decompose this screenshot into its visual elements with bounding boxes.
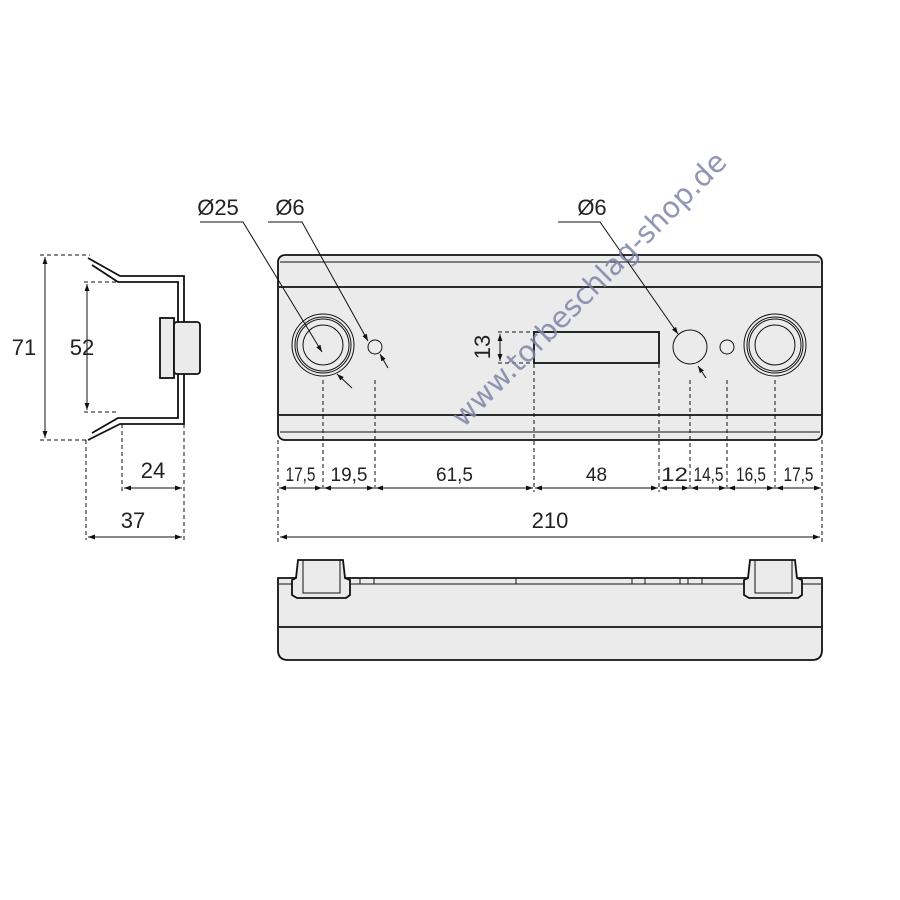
segment-dim-label: 14,5 (694, 465, 724, 486)
clip-right (743, 559, 803, 599)
slot (533, 331, 660, 364)
large-hole-left (291, 313, 355, 377)
small-hole-left (367, 339, 383, 355)
plate (277, 254, 823, 441)
bottom-view (277, 559, 823, 661)
knob-base (159, 317, 175, 379)
segment-dim-label: 48 (586, 465, 607, 486)
segment-dim-label: 17,5 (784, 465, 814, 486)
segment-dim-label: 17,5 (286, 465, 316, 486)
dim-24-label: 24 (141, 458, 165, 483)
small-hole-right (719, 339, 735, 355)
callout-o6-left: Ø6 (275, 195, 304, 220)
hole-6-right (672, 329, 708, 365)
segment-dimensions: 17,5 19,5 61,5 48 12 14,5 16,5 17,5 (279, 465, 821, 491)
segment-dim-label: 19,5 (331, 465, 368, 486)
dim-71-label: 71 (12, 335, 36, 360)
knob (173, 321, 201, 375)
callout-o25: Ø25 (197, 195, 239, 220)
dim-52-label: 52 (70, 335, 94, 360)
segment-dim-label: 61,5 (436, 465, 473, 486)
large-hole-right (743, 313, 807, 377)
dim-13-label: 13 (470, 335, 495, 359)
segment-dim-label: 16,5 (736, 465, 766, 486)
extension-lines (277, 364, 823, 542)
dim-210-label: 210 (532, 508, 569, 533)
side-view: 71 52 24 37 (12, 254, 201, 540)
segment-dim-label: 12 (661, 465, 688, 486)
clip-left (291, 559, 351, 599)
callout-o6-right: Ø6 (577, 195, 606, 220)
dim-37-label: 37 (121, 508, 145, 533)
